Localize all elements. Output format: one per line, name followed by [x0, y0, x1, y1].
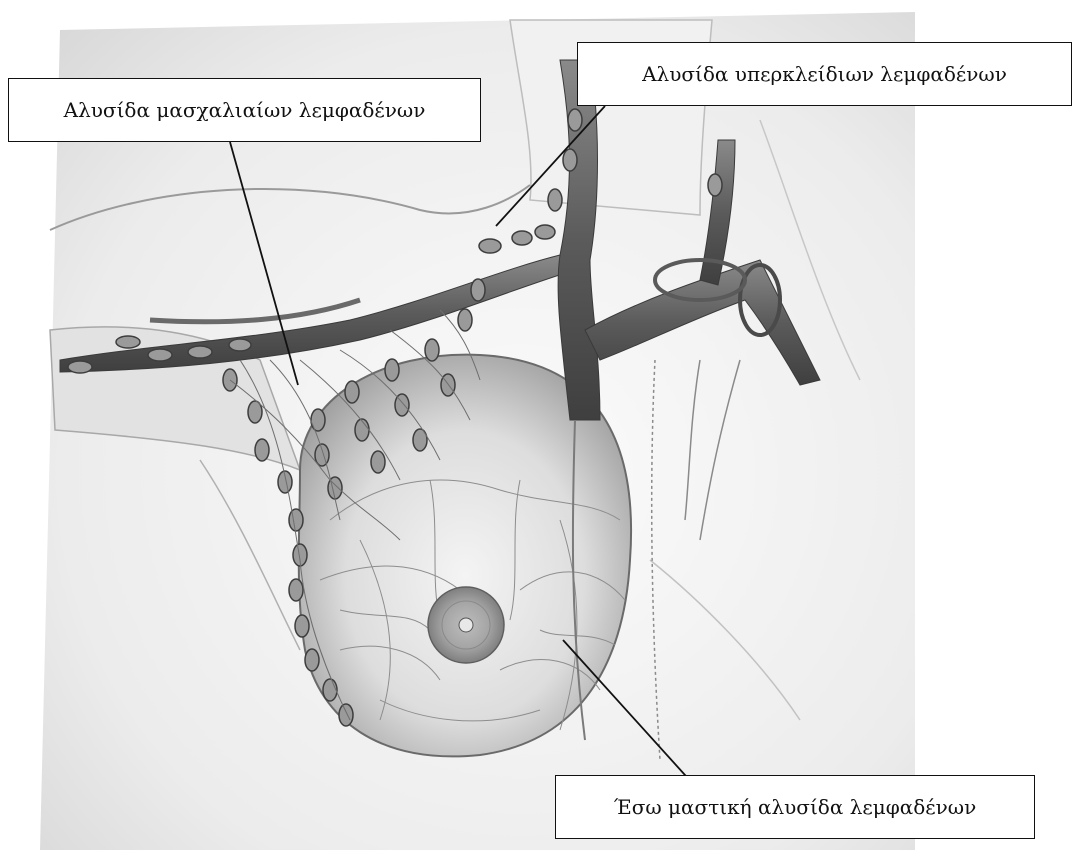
label-supraclavicular-lymph-chain: Αλυσίδα υπερκλείδιων λεμφαδένων: [577, 42, 1072, 106]
label-axillary-lymph-chain: Αλυσίδα μασχαλιαίων λεμφαδένων: [8, 78, 481, 142]
label-internal-mammary-lymph-chain: Έσω μαστική αλυσίδα λεμφαδένων: [555, 775, 1035, 839]
